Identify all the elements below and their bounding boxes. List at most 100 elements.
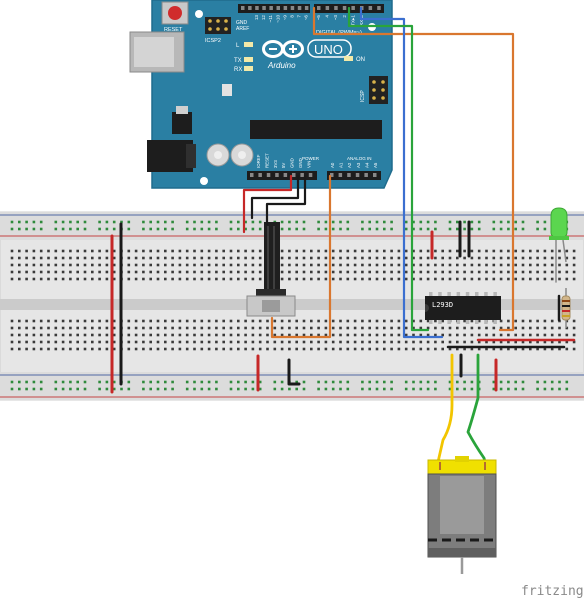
power-pin-label: GND (290, 158, 295, 168)
breadboard-hole (280, 249, 284, 253)
breadboard-hole (543, 340, 547, 344)
breadboard-hole (426, 270, 430, 274)
breadboard-hole (273, 319, 277, 323)
breadboard-hole (105, 319, 109, 323)
rail-hole (185, 380, 189, 384)
led-on-label: ON (356, 57, 365, 63)
breadboard-hole (207, 347, 211, 351)
rail-hole (361, 227, 364, 231)
rail-hole (251, 227, 255, 231)
breadboard-hole (200, 326, 204, 330)
breadboard-hole (565, 270, 569, 274)
breadboard-hole (558, 333, 561, 337)
breadboard-hole (237, 333, 240, 337)
breadboard-hole (302, 326, 306, 330)
breadboard-hole (244, 277, 247, 281)
breadboard-hole (142, 249, 145, 253)
breadboard-hole (383, 277, 386, 281)
led-rim (549, 236, 569, 240)
breadboard-hole (171, 256, 174, 260)
breadboard-hole (193, 326, 196, 330)
regulator-tab (176, 106, 188, 114)
chip-pin (429, 320, 433, 324)
breadboard-hole (47, 270, 50, 274)
breadboard-hole (47, 347, 50, 351)
chip-pin (429, 292, 433, 296)
breadboard-hole (310, 270, 313, 274)
rail-hole (156, 227, 160, 231)
breadboard-hole (507, 263, 510, 267)
breadboard-hole (178, 256, 182, 260)
rail-hole (142, 220, 145, 224)
breadboard-hole (331, 256, 335, 260)
breadboard-hole (492, 256, 496, 260)
breadboard-hole (76, 340, 79, 344)
breadboard-hole (543, 319, 547, 323)
breadboard-hole (47, 263, 50, 267)
rail-hole (251, 380, 255, 384)
rail-hole (288, 227, 291, 231)
breadboard-hole (39, 347, 43, 351)
breadboard-hole (91, 326, 94, 330)
header-pin (373, 173, 377, 177)
breadboard-hole (368, 263, 371, 267)
breadboard-hole (39, 249, 43, 253)
potentiometer-shaft[interactable] (264, 222, 280, 294)
breadboard-hole (434, 249, 437, 253)
breadboard-hole (207, 319, 211, 323)
header-pin (255, 6, 259, 10)
chip-pin (475, 292, 479, 296)
breadboard-hole (185, 340, 189, 344)
rail-hole (69, 387, 72, 391)
breadboard-hole (397, 319, 401, 323)
breadboard-hole (397, 326, 401, 330)
rail-hole (383, 380, 386, 384)
breadboard-hole (10, 319, 14, 323)
breadboard-hole (310, 347, 313, 351)
breadboard-hole (112, 319, 116, 323)
breadboard-hole (550, 340, 554, 344)
breadboard-hole (156, 340, 160, 344)
rail-hole (383, 227, 386, 231)
potentiometer[interactable] (246, 222, 296, 317)
breadboard-hole (76, 256, 79, 260)
breadboard-hole (98, 277, 101, 281)
rail-hole (339, 220, 342, 224)
reset-button-cap[interactable] (168, 6, 182, 20)
breadboard-hole (499, 319, 503, 323)
rail-hole (434, 387, 437, 391)
breadboard-hole (302, 333, 306, 337)
breadboard-hole (142, 270, 145, 274)
rail-hole (295, 227, 298, 231)
analog-label: ANALOG IN (347, 156, 372, 161)
breadboard-hole (112, 263, 116, 267)
header-pin (377, 6, 381, 10)
breadboard-hole (164, 249, 167, 253)
power-pin-label: 3V3 (273, 160, 278, 168)
header-pin (292, 173, 296, 177)
breadboard-hole (397, 277, 401, 281)
breadboard-hole (18, 263, 21, 267)
rail-hole (18, 387, 21, 391)
analog-pin-label: A1 (339, 162, 344, 168)
breadboard-hole (339, 340, 342, 344)
breadboard-hole (207, 256, 211, 260)
breadboard-hole (185, 256, 189, 260)
breadboard-hole (419, 277, 423, 281)
breadboard-hole (207, 326, 211, 330)
breadboard-hole (25, 319, 28, 323)
breadboard-hole (171, 249, 174, 253)
breadboard-hole (273, 347, 277, 351)
breadboard-hole (529, 340, 532, 344)
breadboard-hole (222, 340, 225, 344)
power-jack-tab (186, 144, 196, 168)
breadboard-hole (171, 319, 174, 323)
breadboard-hole (273, 333, 277, 337)
breadboard-hole (485, 333, 488, 337)
header-pin (304, 6, 309, 10)
led-tx-label: TX (234, 58, 242, 64)
rail-hole (200, 387, 204, 391)
rail-hole (521, 220, 525, 224)
breadboard-hole (10, 270, 14, 274)
mounting-hole (200, 177, 208, 185)
